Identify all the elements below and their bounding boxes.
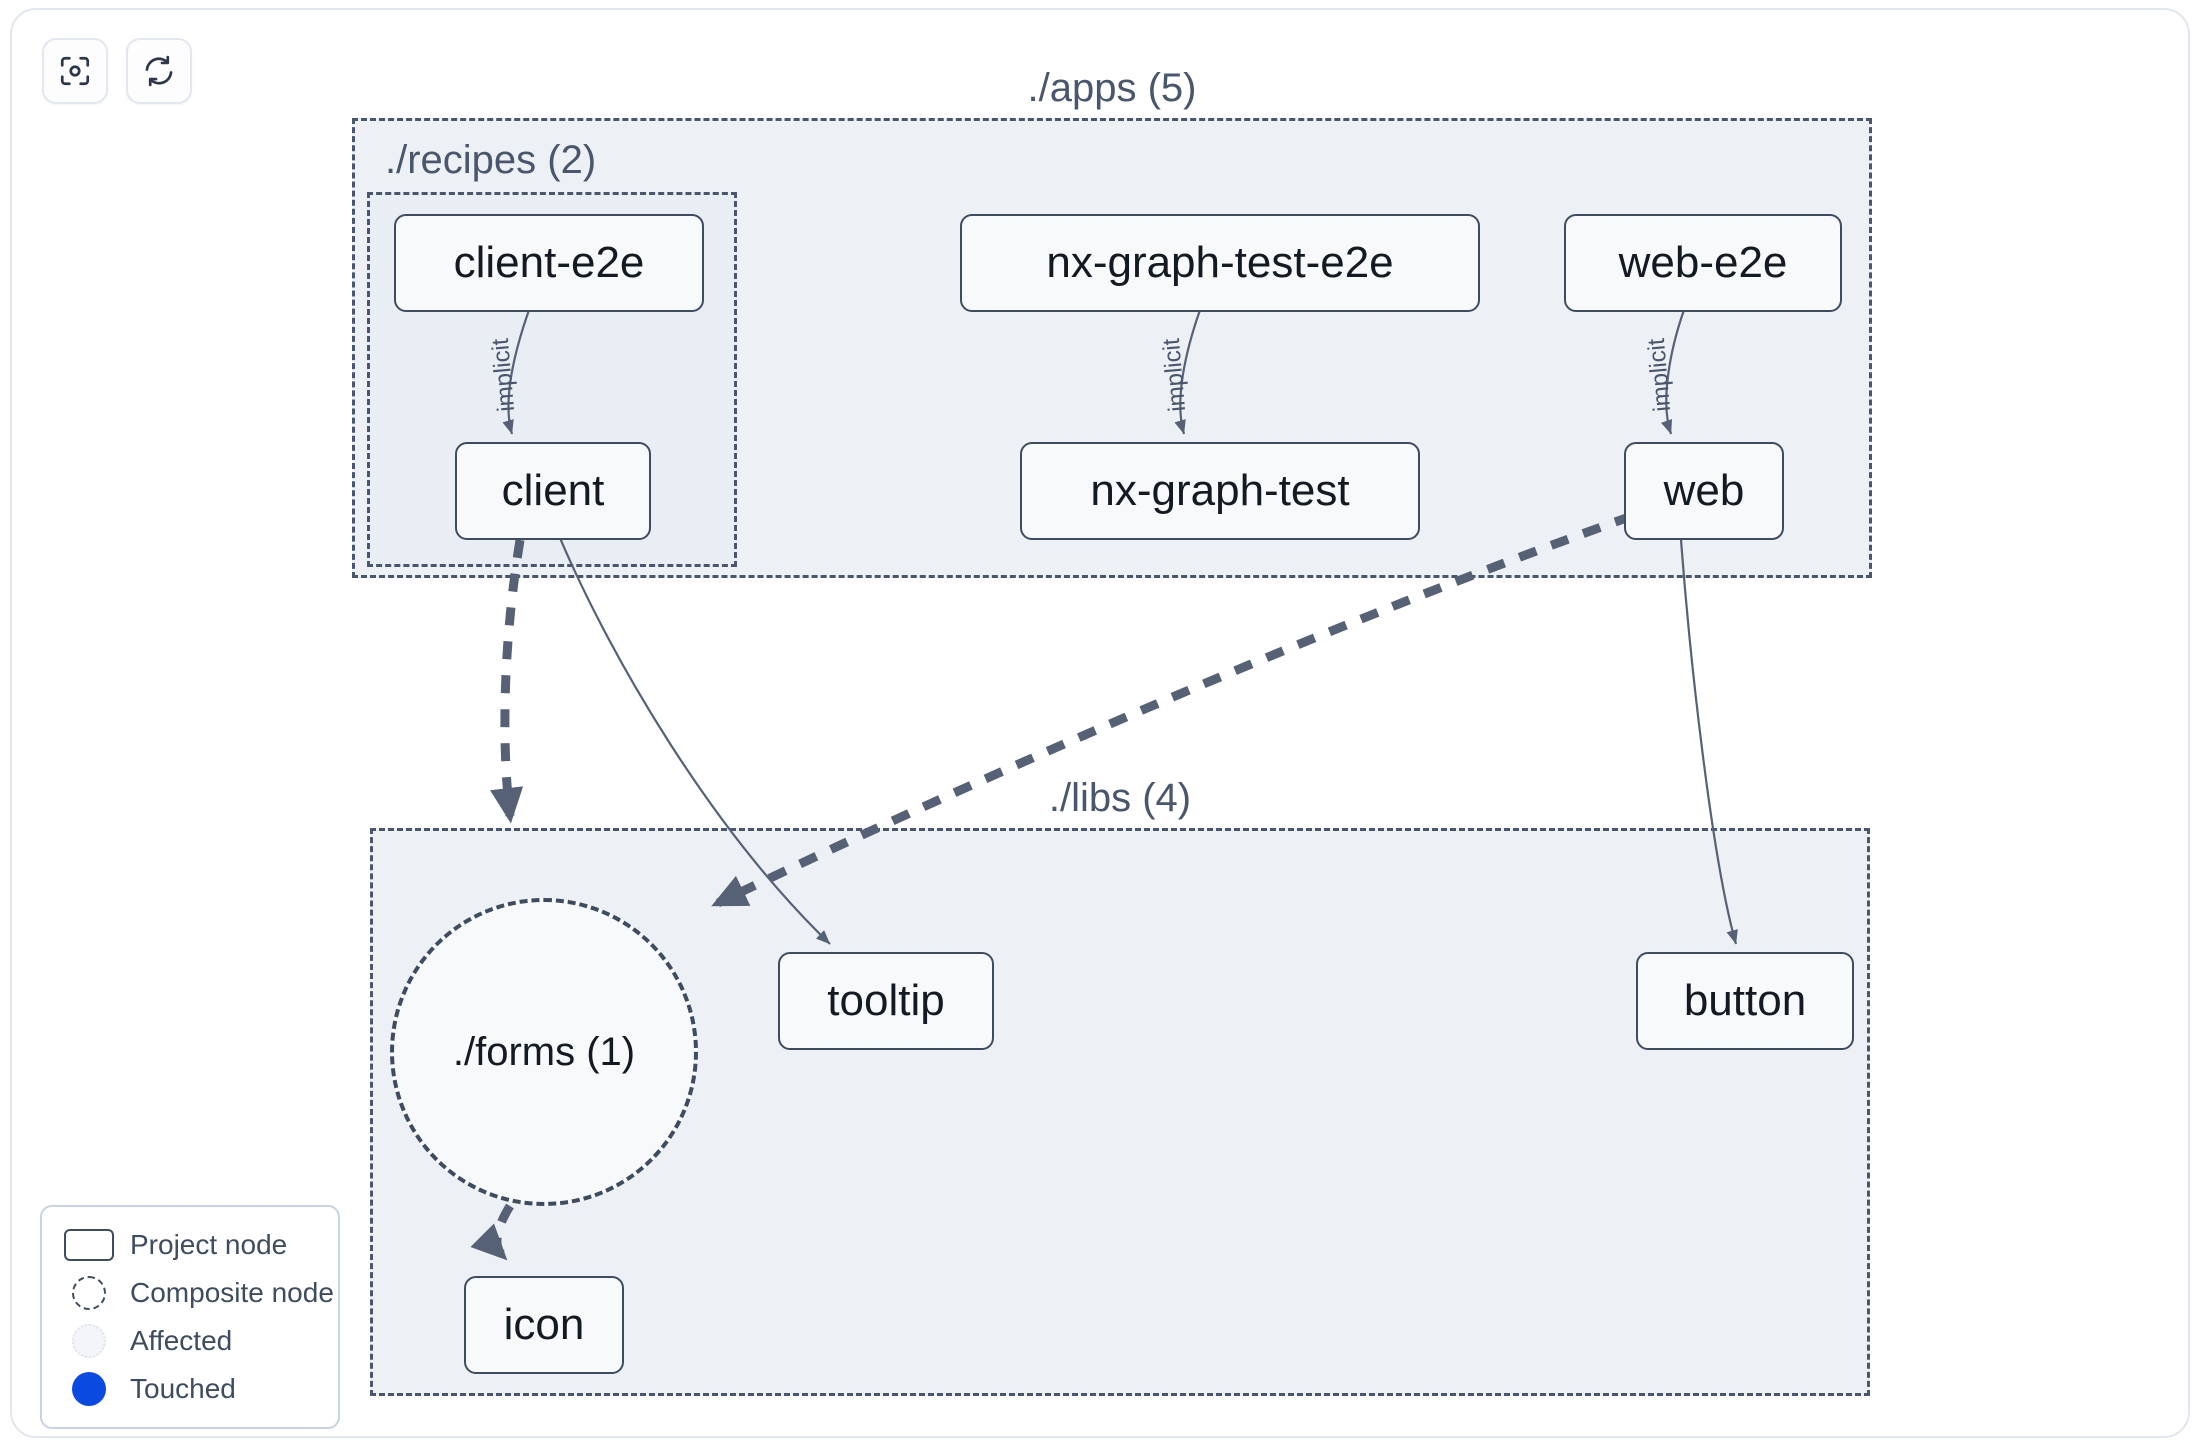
graph-node-web-e2e[interactable]: web-e2e (1564, 214, 1842, 312)
edge-label-nx-graph-test-e2e-nx-graph-test: implicit (1157, 337, 1192, 413)
graph-node-tooltip[interactable]: tooltip (778, 952, 994, 1050)
legend-label: Affected (130, 1325, 233, 1356)
legend-item-composite-node: Composite node (58, 1269, 334, 1317)
composite-node-swatch (58, 1276, 120, 1310)
graph-node-nx-graph-test-e2e[interactable]: nx-graph-test-e2e (960, 214, 1480, 312)
group-label-apps: ./apps (5) (1027, 66, 1197, 110)
project-node-swatch (58, 1229, 120, 1261)
legend-item-affected: Affected (58, 1317, 322, 1365)
graph-node-client-e2e[interactable]: client-e2e (394, 214, 704, 312)
graph-legend: Project node Composite node Affected Tou… (40, 1205, 340, 1429)
legend-label: Composite node (130, 1277, 334, 1308)
graph-node-button[interactable]: button (1636, 952, 1854, 1050)
refresh-icon (142, 54, 176, 88)
graph-toolbar (42, 38, 192, 104)
edge-label-web-e2e-web: implicit (1642, 337, 1677, 413)
graph-canvas[interactable]: ./apps (5) ./recipes (2) ./libs (4) (12, 10, 2188, 1436)
edge-client-forms (490, 539, 525, 824)
focus-target-icon (58, 54, 92, 88)
legend-item-touched: Touched (58, 1365, 322, 1413)
touched-swatch (58, 1372, 120, 1406)
legend-item-project-node: Project node (58, 1221, 322, 1269)
graph-node-icon[interactable]: icon (464, 1276, 624, 1374)
group-label-recipes: ./recipes (2) (385, 138, 597, 182)
group-label-libs: ./libs (4) (1048, 776, 1192, 820)
affected-swatch (58, 1324, 120, 1358)
edge-label-client-e2e-client: implicit (486, 337, 521, 413)
focus-graph-button[interactable] (42, 38, 108, 104)
graph-node-nx-graph-test[interactable]: nx-graph-test (1020, 442, 1420, 540)
graph-node-client[interactable]: client (455, 442, 651, 540)
graph-node-forms[interactable]: ./forms (1) (390, 898, 698, 1206)
legend-label: Project node (130, 1229, 288, 1260)
refresh-graph-button[interactable] (126, 38, 192, 104)
project-graph-panel: ./apps (5) ./recipes (2) ./libs (4) (10, 8, 2190, 1438)
legend-label: Touched (130, 1373, 236, 1404)
graph-node-web[interactable]: web (1624, 442, 1784, 540)
